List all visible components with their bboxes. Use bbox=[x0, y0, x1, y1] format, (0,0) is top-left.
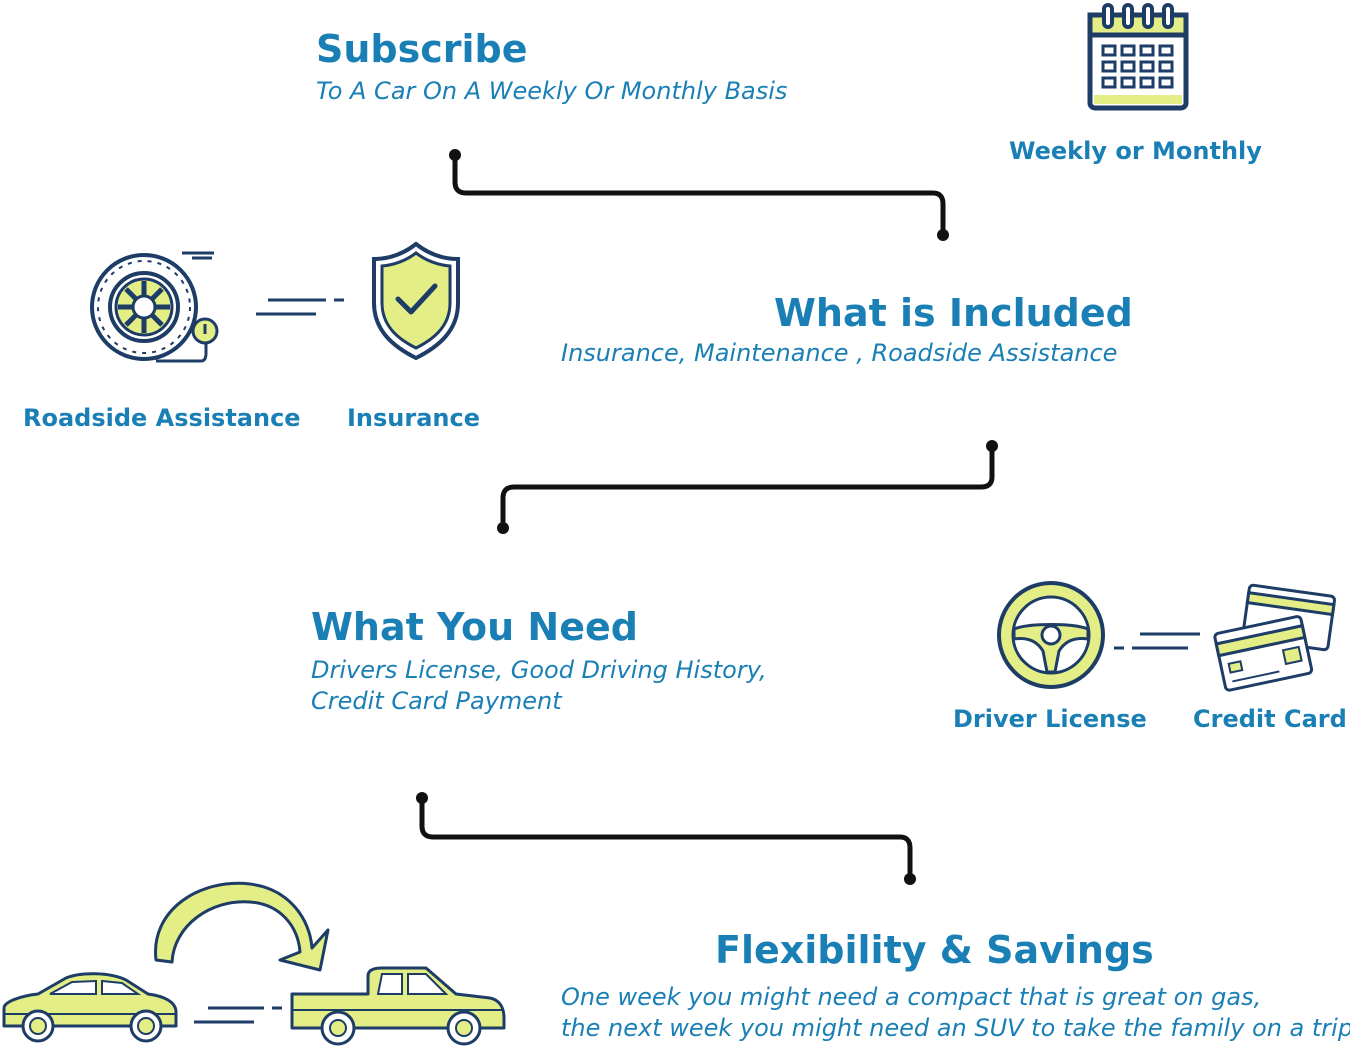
credit-card-icon bbox=[1213, 583, 1336, 692]
flex-title: Flexibility & Savings bbox=[715, 928, 1154, 972]
need-subtitle-line1: Drivers License, Good Driving History, bbox=[311, 656, 767, 684]
dash-lines-2 bbox=[1114, 632, 1200, 650]
driver-license-label: Driver License bbox=[953, 705, 1147, 733]
connector-1 bbox=[452, 152, 946, 238]
connector-2-dot-start bbox=[986, 440, 998, 452]
steering-wheel-icon bbox=[997, 581, 1105, 689]
subscribe-title: Subscribe bbox=[316, 27, 528, 71]
roadside-label: Roadside Assistance bbox=[23, 404, 301, 432]
included-subtitle: Insurance, Maintenance , Roadside Assist… bbox=[561, 339, 1118, 367]
connector-1-dot-end bbox=[937, 229, 949, 241]
need-subtitle-line2: Credit Card Payment bbox=[311, 687, 562, 715]
weekly-monthly-label: Weekly or Monthly bbox=[1009, 137, 1262, 165]
sedan-car-icon bbox=[2, 972, 178, 1043]
curved-arrow-icon bbox=[154, 881, 330, 972]
connector-1-dot-start bbox=[449, 149, 461, 161]
connector-3 bbox=[419, 795, 913, 882]
subscribe-subtitle: To A Car On A Weekly Or Monthly Basis bbox=[316, 77, 788, 105]
insurance-label: Insurance bbox=[347, 404, 481, 432]
calendar-icon bbox=[1087, 3, 1189, 111]
credit-card-label: Credit Card bbox=[1193, 705, 1347, 733]
tire-icon bbox=[90, 251, 219, 363]
dash-lines-1 bbox=[256, 298, 344, 316]
flex-subtitle-line1: One week you might need a compact that i… bbox=[561, 983, 1262, 1011]
connector-3-dot-end bbox=[904, 873, 916, 885]
connector-2 bbox=[500, 443, 995, 531]
pickup-truck-icon bbox=[290, 966, 506, 1046]
included-title: What is Included bbox=[774, 291, 1133, 335]
shield-check-icon bbox=[372, 241, 460, 361]
dash-lines-3 bbox=[194, 1006, 282, 1024]
need-title: What You Need bbox=[311, 605, 638, 649]
connector-3-dot-start bbox=[416, 792, 428, 804]
connector-2-dot-end bbox=[497, 522, 509, 534]
flex-subtitle-line2: the next week you might need an SUV to t… bbox=[561, 1014, 1350, 1042]
